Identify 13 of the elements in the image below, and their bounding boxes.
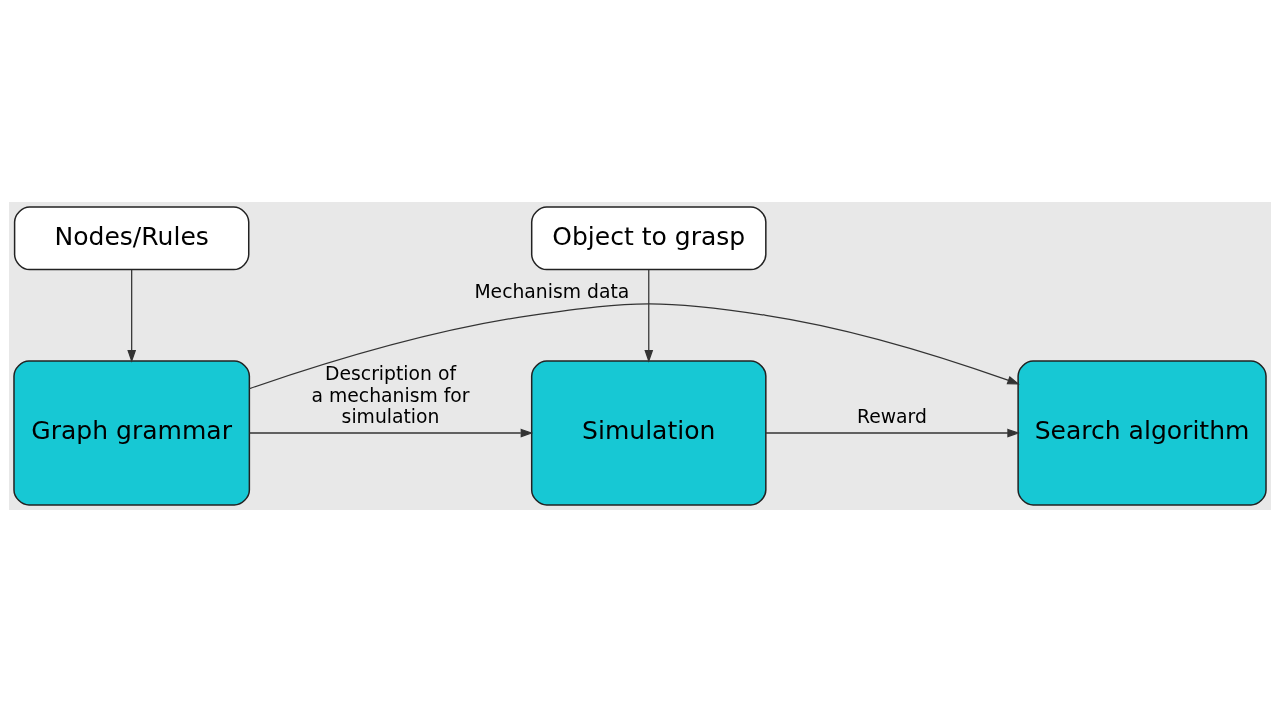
node-box: Graph grammar [13,359,251,506]
node-box: Nodes/Rules [13,205,250,270]
edge-label: Mechanism data [474,280,630,302]
node-box: Object to grasp [530,205,767,270]
arrow [644,268,654,363]
edge-label: Description of a mechanism for simulation [311,362,470,427]
node-box: Search algorithm [1017,359,1267,506]
arrow [765,428,1020,437]
node-box: Simulation [530,359,767,506]
arrow [127,268,137,363]
edge-label: Reward [857,405,927,427]
arrow [249,428,534,437]
arrow [248,302,1020,389]
